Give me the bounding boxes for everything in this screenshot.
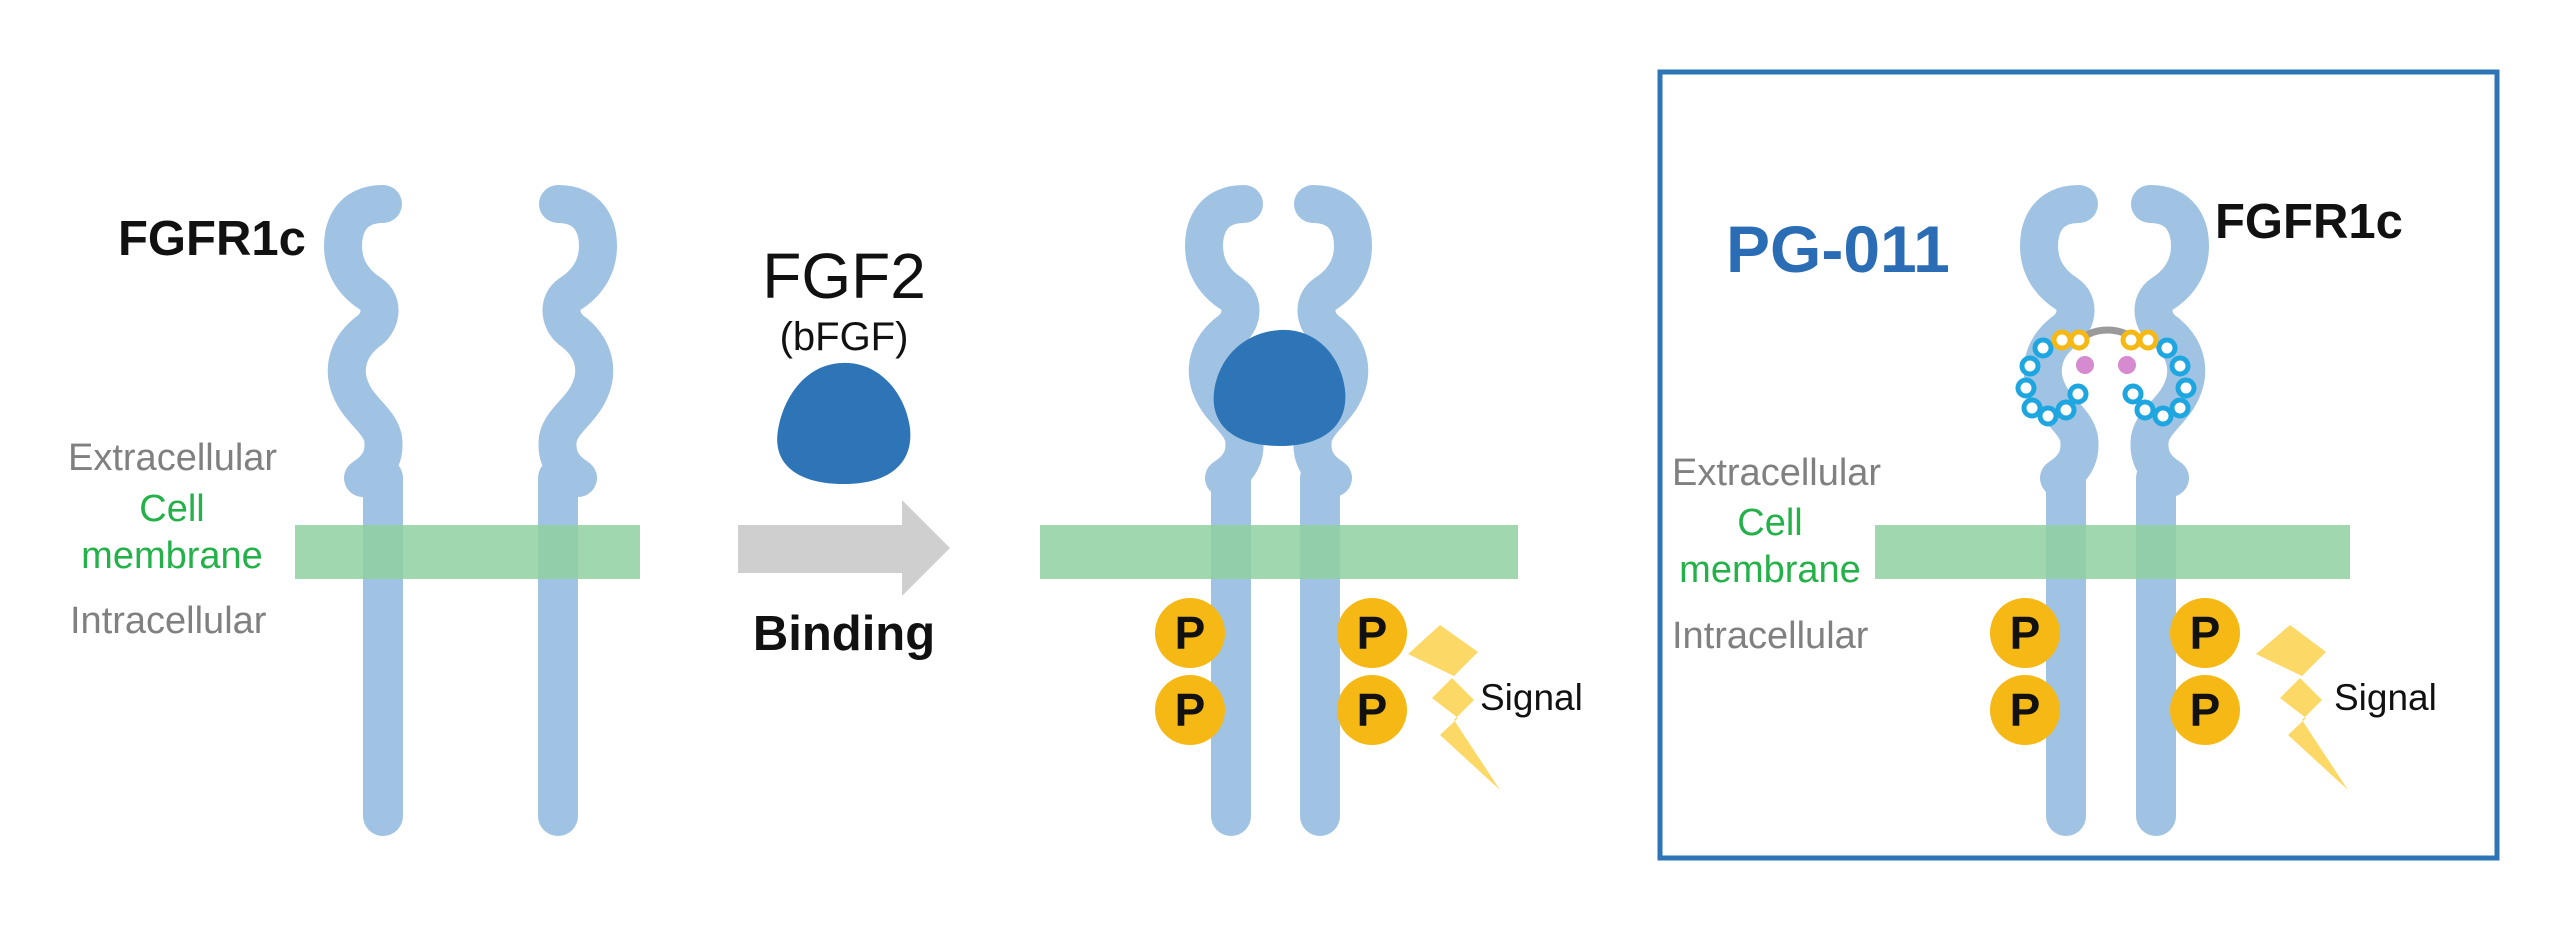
ring-bead [2118, 356, 2136, 374]
svg-text:P: P [1357, 607, 1388, 659]
cell-label: Cell [139, 488, 204, 530]
ring-bead [2076, 356, 2094, 374]
panel-unbound-receptor: FGFR1c Extracellular Cell membrane Intra… [68, 185, 640, 836]
signal-lightning-icon-3 [2256, 625, 2348, 790]
membrane-label: membrane [81, 535, 263, 577]
ring-bead [2015, 377, 2037, 399]
ligand-alias: (bFGF) [780, 315, 909, 359]
svg-text:P: P [2190, 684, 2221, 736]
ring-bead [2032, 337, 2054, 359]
pg011-molecule [2015, 326, 2197, 427]
bound-fgf2-ligand [1213, 329, 1346, 446]
panel-pg011: P P P P Signal PG-011 FGFR1c Extracellul… [1657, 69, 2500, 861]
extracellular-label: Extracellular [68, 437, 277, 479]
cell-membrane-1 [295, 525, 640, 579]
svg-text:P: P [1357, 684, 1388, 736]
cell-membrane-3 [1875, 525, 2350, 579]
ring-bead [2051, 329, 2073, 351]
ring-bead [2152, 405, 2174, 427]
ring-bead [2169, 355, 2191, 377]
ring-bead [2120, 329, 2142, 351]
pg011-label: PG-011 [1726, 212, 1950, 286]
svg-text:P: P [1175, 684, 1206, 736]
phospho-left-top-3: P [1990, 598, 2060, 668]
binding-label: Binding [753, 607, 935, 661]
receptor-label-3: FGFR1c [2215, 195, 2403, 249]
signal-label: Signal [1480, 677, 1583, 718]
ring-bead [2137, 329, 2159, 351]
receptor-right-1 [538, 185, 617, 836]
ligand-binding-step: FGF2 (bFGF) Binding [738, 240, 950, 661]
svg-text:P: P [2010, 607, 2041, 659]
intracellular-label-3: Intracellular [1672, 615, 1869, 657]
svg-text:P: P [1175, 607, 1206, 659]
phospho-right-bottom-3: P [2170, 675, 2240, 745]
svg-text:P: P [2190, 607, 2221, 659]
cell-label-3: Cell [1737, 502, 1802, 544]
svg-text:P: P [2010, 684, 2041, 736]
phospho-left-top: P [1155, 598, 1225, 668]
receptor-label: FGFR1c [118, 212, 306, 266]
panel-bound-receptor: P P P P Signal [1040, 185, 1583, 836]
extracellular-label-3: Extracellular [1672, 452, 1881, 494]
ring-bead [2169, 397, 2191, 419]
ring-bead [2068, 329, 2090, 351]
membrane-label-3: membrane [1679, 549, 1861, 591]
binding-arrow [738, 500, 950, 596]
phospho-left-bottom-3: P [1990, 675, 2060, 745]
ring-bead [2156, 337, 2178, 359]
phospho-right-top: P [1337, 598, 1407, 668]
ring-bead [2055, 399, 2077, 421]
phospho-right-bottom: P [1337, 675, 1407, 745]
ring-bead [2134, 399, 2156, 421]
phospho-left-bottom: P [1155, 675, 1225, 745]
ring-bead [2037, 405, 2059, 427]
ligand-name: FGF2 [762, 240, 926, 312]
signal-label-3: Signal [2334, 677, 2437, 718]
cell-membrane-2 [1040, 525, 1518, 579]
pg011-box [1657, 69, 2500, 861]
fgf2-ligand [777, 362, 911, 484]
phospho-right-top-3: P [2170, 598, 2240, 668]
signal-lightning-icon [1408, 625, 1500, 790]
ring-bead [2067, 383, 2089, 405]
ring-bead [2019, 355, 2041, 377]
intracellular-label: Intracellular [70, 600, 267, 642]
ring-bead [2021, 397, 2043, 419]
ring-bead [2175, 377, 2197, 399]
ring-bead [2122, 383, 2144, 405]
receptor-left-1 [324, 185, 403, 836]
